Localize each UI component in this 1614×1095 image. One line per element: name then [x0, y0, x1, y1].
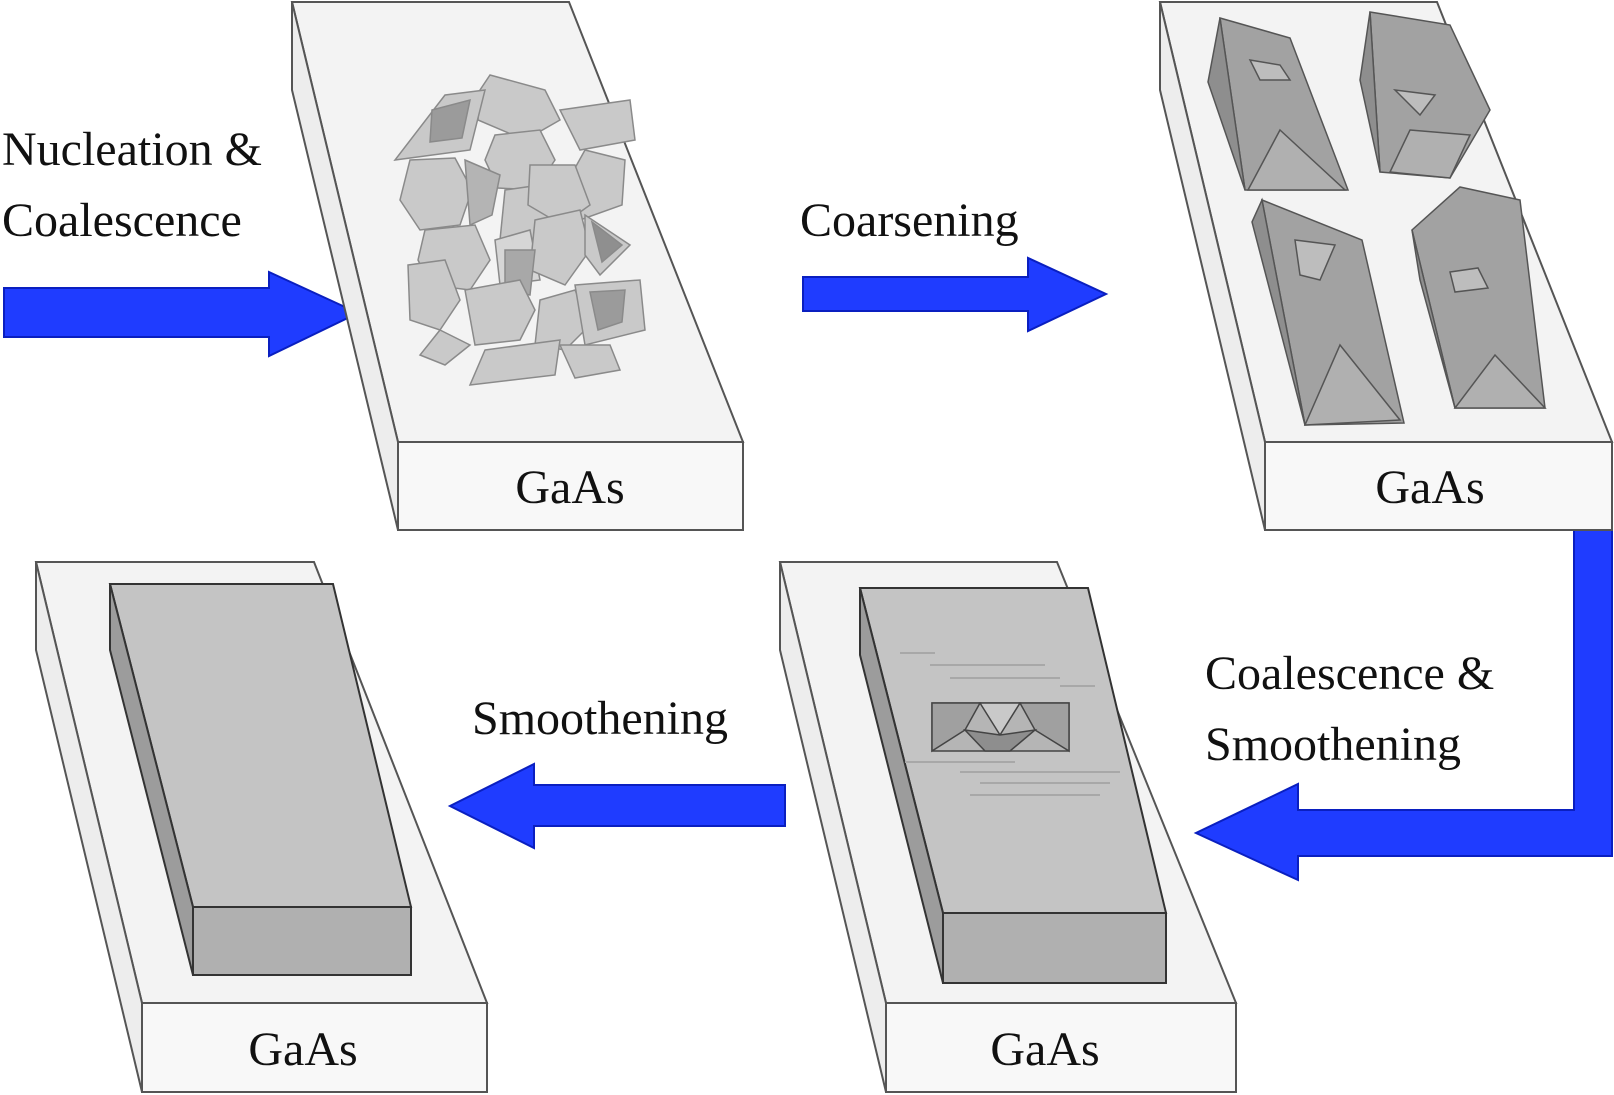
coalescing-islands — [931, 702, 1070, 753]
surface-texture — [900, 652, 1120, 796]
label-smoothening: Smoothening — [472, 692, 728, 745]
substrate-front — [1264, 441, 1613, 531]
label-coalescence-line2: Smoothening — [1205, 718, 1461, 771]
substrate-label: GaAs — [248, 1023, 357, 1076]
substrate-front — [885, 1002, 1237, 1093]
grain-cluster — [393, 74, 646, 386]
arrow-smoothening — [447, 762, 786, 850]
island-3 — [1251, 197, 1405, 426]
label-coalescence-line1: Coalescence & — [1205, 647, 1494, 700]
substrate-3: GaAs — [778, 561, 1238, 1093]
arrow-nucleation — [3, 270, 361, 358]
substrate-2: GaAs — [1158, 1, 1614, 531]
label-nucleation-line1: Nucleation & — [2, 123, 262, 176]
arrow-coarsening — [802, 256, 1109, 333]
substrate-label: GaAs — [515, 461, 624, 514]
substrate-label: GaAs — [990, 1023, 1099, 1076]
substrate-4: GaAs — [34, 561, 489, 1093]
island-1 — [1207, 16, 1350, 191]
film-block — [108, 583, 413, 976]
island-2 — [1359, 11, 1491, 179]
substrate-front — [397, 441, 744, 531]
substrate-label: GaAs — [1375, 461, 1484, 514]
substrate-1: GaAs — [290, 1, 745, 531]
substrate-front — [141, 1002, 488, 1093]
arrow-coalescence-smoothening — [1193, 525, 1613, 882]
island-4 — [1411, 186, 1547, 409]
label-coarsening: Coarsening — [800, 194, 1019, 247]
label-nucleation-line2: Coalescence — [2, 194, 242, 247]
